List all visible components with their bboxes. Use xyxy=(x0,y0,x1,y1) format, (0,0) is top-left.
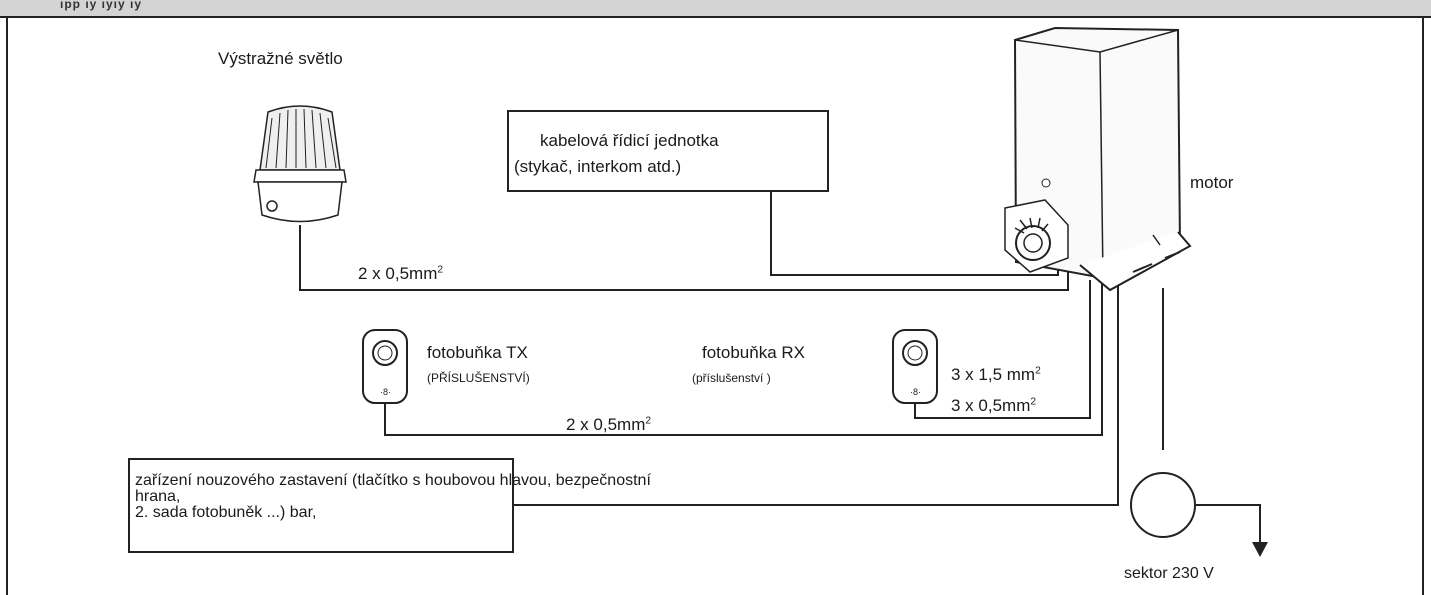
wire-tx-label: 2 x 0,5mm2 xyxy=(566,415,652,434)
svg-text:·8·: ·8· xyxy=(380,387,391,397)
mains-label: sektor 230 V xyxy=(1124,565,1214,582)
mains-circle-icon xyxy=(1130,472,1196,538)
photocell-tx-icon: ·8· xyxy=(362,329,408,404)
warning-light-icon xyxy=(253,105,347,223)
emergency-stop-box xyxy=(128,458,514,553)
control-unit-line2: (stykač, interkom atd.) xyxy=(514,157,682,176)
header-text: ıpp ıy ıyıy ıy xyxy=(60,0,143,11)
svg-text:·8·: ·8· xyxy=(910,387,921,397)
photocell-rx-sublabel: (příslušenství ) xyxy=(692,371,771,385)
motor-icon xyxy=(1004,26,1192,292)
arrow-down-icon xyxy=(1252,542,1268,557)
wire-rx-power-label: 3 x 1,5 mm2 xyxy=(951,365,1041,384)
wire-rx-signal-label: 3 x 0,5mm2 xyxy=(951,396,1037,415)
frame-right-border xyxy=(1422,16,1424,595)
frame-left-border xyxy=(6,16,8,595)
wire-light-label: 2 x 0,5mm2 xyxy=(358,264,444,283)
emergency-line3: 2. sada fotobuněk ...) bar, xyxy=(135,504,317,521)
wire-emergency xyxy=(514,283,1119,506)
wire-photocell-rx xyxy=(914,280,1091,419)
wire-earth xyxy=(1196,504,1261,545)
wire-warning-light xyxy=(299,225,1069,291)
emergency-line2: hrana, xyxy=(135,488,181,505)
photocell-rx-label: fotobuňka RX xyxy=(702,343,806,362)
top-header-bar: ıpp ıy ıyıy ıy xyxy=(0,0,1431,18)
emergency-line1: zařízení nouzového zastavení (tlačítko s… xyxy=(135,472,651,489)
wire-photocell-tx xyxy=(384,280,1103,436)
photocell-rx-icon: ·8· xyxy=(892,329,938,404)
photocell-tx-label: fotobuňka TX xyxy=(427,343,528,362)
control-unit-line1: kabelová řídicí jednotka xyxy=(540,131,719,150)
photocell-tx-sublabel: (PŘÍSLUŠENSTVÍ) xyxy=(427,371,530,385)
warning-light-label: Výstražné světlo xyxy=(218,49,343,68)
motor-label: motor xyxy=(1190,173,1234,192)
control-unit-box: kabelová řídicí jednotka (stykač, interk… xyxy=(507,110,829,192)
